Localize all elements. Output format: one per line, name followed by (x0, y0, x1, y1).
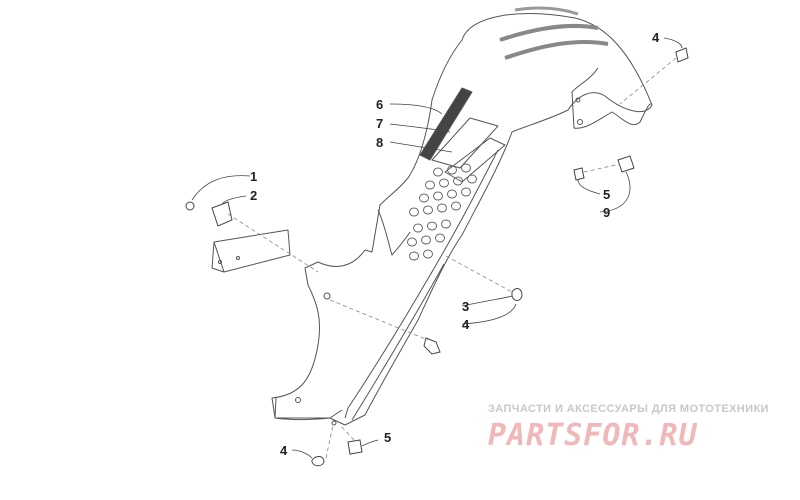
callout-8: 8 (376, 135, 383, 150)
callout-1: 1 (250, 169, 257, 184)
fender-strut-edge (351, 263, 445, 421)
alignment-line (583, 163, 621, 173)
vent-holes (407, 163, 477, 261)
leader-3 (461, 295, 513, 307)
callout-9: 9 (603, 205, 610, 220)
leader-4-top (663, 37, 683, 49)
alignment-line (619, 57, 677, 105)
fender-slot (514, 6, 579, 16)
fender-outline (271, 13, 653, 426)
speed-nut-right (617, 155, 635, 173)
alignment-line (227, 213, 319, 273)
leader-4-mid (461, 303, 517, 325)
callout-6: 6 (376, 97, 383, 112)
label-6 (419, 87, 473, 161)
alignment-line (445, 255, 513, 293)
push-rivet-lower (573, 167, 585, 181)
push-rivet-bottom (311, 456, 325, 467)
lower-tab (274, 397, 343, 419)
fender-slot (499, 23, 599, 42)
callout-5-right: 5 (603, 187, 610, 202)
callout-4-bottom: 4 (280, 443, 288, 458)
push-rivet-top (675, 47, 689, 63)
leader-5-bottom (361, 439, 379, 447)
callout-3: 3 (462, 299, 469, 314)
leader-7 (389, 123, 451, 133)
screw-right (511, 288, 523, 301)
fender-slot (504, 40, 609, 60)
callout-4-top: 4 (652, 30, 660, 45)
leader-5-right (577, 179, 601, 195)
bracket-clip (211, 201, 233, 227)
callout-2: 2 (250, 188, 257, 203)
watermark-logo: PARTSFOR.RU (488, 418, 698, 453)
leader-2 (221, 195, 247, 205)
rivet (185, 201, 195, 211)
label-8 (444, 137, 506, 183)
speed-nut-bottom (347, 439, 363, 455)
alignment-line (329, 299, 429, 341)
leader-9 (599, 171, 631, 213)
label-7 (431, 117, 499, 169)
bolt (423, 337, 441, 355)
callout-7: 7 (376, 116, 383, 131)
fender-inner-lip (377, 209, 411, 256)
fender-strut (344, 149, 499, 419)
leader-8 (389, 141, 453, 153)
callout-5-bottom: 5 (384, 430, 391, 445)
leader-6 (389, 103, 443, 115)
rear-flap (571, 67, 653, 129)
alignment-line (339, 424, 355, 441)
side-bracket (213, 229, 291, 273)
leader-1 (191, 175, 251, 201)
callout-4-mid: 4 (462, 317, 470, 332)
watermark-tagline: ЗАПЧАСТИ И АКСЕССУАРЫ ДЛЯ МОТОТЕХНИКИ (488, 403, 769, 415)
alignment-line (325, 424, 334, 459)
leader-4-bottom (291, 449, 313, 459)
